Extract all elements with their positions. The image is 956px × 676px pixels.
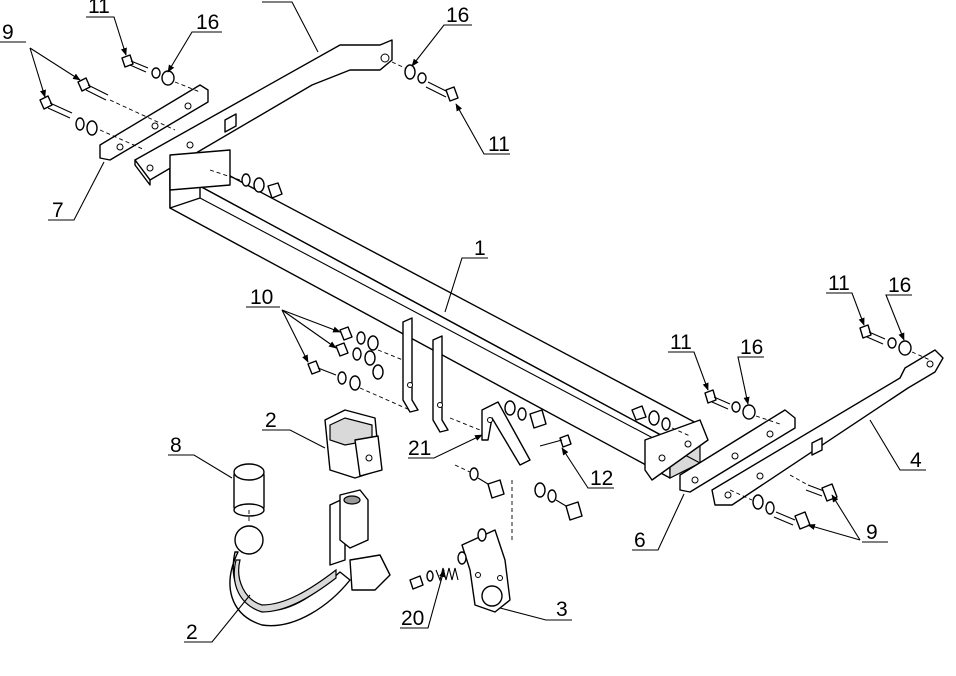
label-6: 6 (634, 529, 646, 552)
beam-left-nuts (209, 169, 283, 199)
label-21: 21 (408, 437, 431, 460)
bolts-10 (307, 326, 411, 411)
label-8: 8 (170, 434, 182, 457)
label-20: 20 (401, 607, 424, 630)
label-2-upper: 2 (265, 409, 277, 432)
label-2-lower: 2 (186, 621, 198, 644)
spring (409, 551, 467, 590)
leader-lines (0, 1, 926, 643)
part-labels: 11 16 5 9 16 11 7 1 10 2 8 21 12 2 20 3 … (2, 0, 922, 644)
towball-cover (233, 463, 265, 522)
label-9-right: 9 (866, 521, 878, 544)
socket-plate (461, 528, 511, 613)
label-11-right-top: 11 (828, 272, 850, 295)
center-brackets (402, 317, 449, 433)
ball-neck (229, 489, 391, 627)
main-crossbeam (169, 159, 701, 479)
socket-bracket (449, 400, 572, 466)
right-top-bolt (859, 324, 931, 361)
top-left-bolt (121, 54, 201, 93)
right-middle-bolt (704, 389, 781, 425)
label-3: 3 (556, 598, 568, 621)
lower-bolts (454, 464, 583, 540)
left-side-arm (134, 39, 393, 191)
label-11-top-middle: 11 (488, 133, 510, 156)
label-16-right-top: 16 (888, 274, 911, 297)
beam-right-end-plate (644, 419, 709, 481)
left-bolts (39, 77, 176, 151)
socket-holder (324, 409, 383, 479)
label-5: 5 (265, 0, 277, 5)
label-9-left: 9 (2, 21, 14, 44)
label-10: 10 (250, 286, 273, 309)
label-7: 7 (52, 199, 64, 222)
label-1: 1 (474, 237, 486, 260)
right-clamp-plate (679, 409, 796, 493)
label-12: 12 (590, 467, 613, 490)
label-11-right-middle: 11 (670, 331, 692, 354)
left-arm-end-bolt (391, 61, 459, 102)
label-16-top-middle: 16 (446, 4, 469, 27)
label-4: 4 (910, 449, 922, 472)
label-16-top-left: 16 (196, 11, 219, 34)
label-16-right-middle: 16 (740, 336, 763, 359)
right-side-arm (711, 349, 944, 506)
label-11-top-left: 11 (88, 0, 110, 18)
left-clamp-plate (99, 84, 209, 161)
beam-right-nuts (631, 405, 691, 437)
